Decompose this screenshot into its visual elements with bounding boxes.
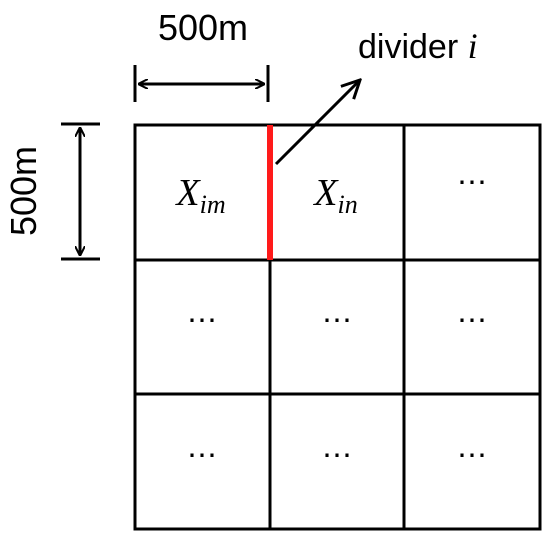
cell-r0c1-base: X	[312, 172, 339, 214]
cell-r0c0: Xim	[174, 172, 225, 219]
divider-label-text: divider	[358, 28, 468, 66]
cell-r1c2: ⋯	[457, 303, 487, 338]
cell-r0c2: ⋯	[457, 165, 487, 200]
cell-r1c1: ⋯	[322, 303, 352, 338]
cell-r2c1: ⋯	[322, 438, 352, 473]
dimension-left-label: 500m	[3, 146, 44, 236]
dimension-top-label: 500m	[158, 7, 248, 48]
cell-r2c2: ⋯	[457, 438, 487, 473]
cell-r1c0: ⋯	[187, 303, 217, 338]
cell-r0c1: Xin	[312, 172, 357, 219]
cell-r0c0-base: X	[174, 172, 201, 214]
dimension-left-arrow	[61, 122, 100, 261]
cell-r2c0: ⋯	[187, 438, 217, 473]
divider-label-variable: i	[468, 26, 478, 66]
cell-r0c1-sub: in	[337, 190, 357, 219]
dimension-top-arrow	[133, 65, 270, 102]
cell-r0c0-sub: im	[200, 190, 226, 219]
divider-label: divider i	[358, 26, 478, 66]
divider-pointer-arrow	[274, 80, 360, 166]
grid	[133, 123, 542, 531]
